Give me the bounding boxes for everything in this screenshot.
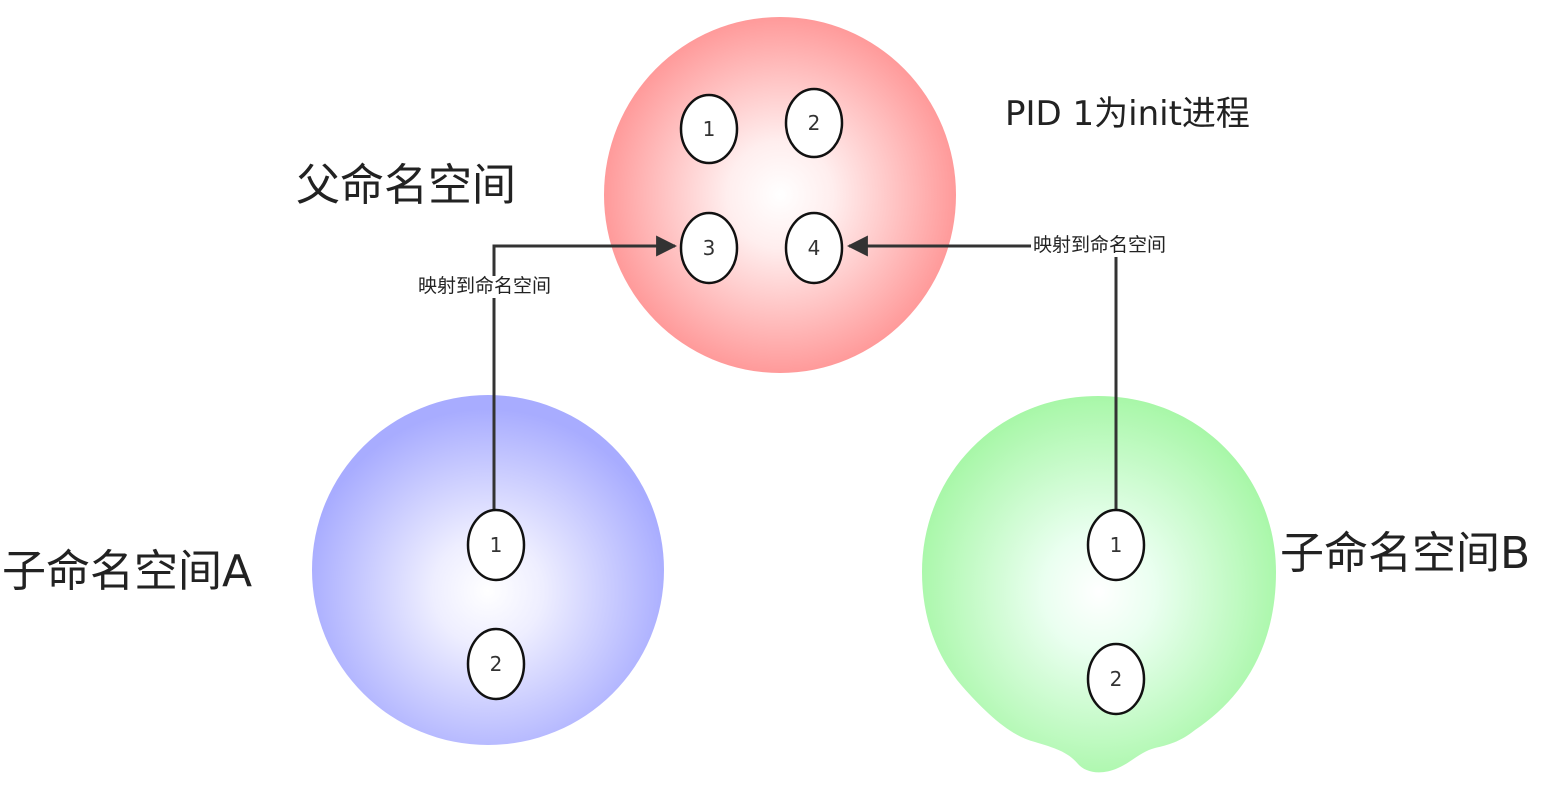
child-b-process-1: 1 [1086, 508, 1146, 582]
parent-process-3: 3 [679, 211, 739, 285]
mapping-arrow-a [492, 235, 678, 510]
parent-process-4: 4 [784, 211, 844, 285]
child-a-process-2-label: 2 [490, 652, 503, 676]
mapping-label-b: 映射到命名空间 [1031, 234, 1169, 257]
parent-process-1: 1 [679, 93, 739, 165]
child-a-process-1: 1 [466, 508, 526, 582]
child-b-process-2-label: 2 [1110, 667, 1123, 691]
parent-process-2: 2 [784, 87, 844, 159]
parent-namespace-circle [604, 17, 956, 373]
child-b-process-1-label: 1 [1110, 533, 1123, 557]
parent-process-4-label: 4 [808, 236, 821, 260]
child-a-process-1-label: 1 [490, 533, 503, 557]
mapping-label-a: 映射到命名空间 [416, 275, 554, 298]
parent-process-3-label: 3 [703, 236, 716, 260]
parent-process-1-label: 1 [703, 117, 716, 141]
child-b-process-2: 2 [1086, 642, 1146, 716]
child-a-process-2: 2 [466, 627, 526, 701]
parent-namespace-label: 父命名空间 [296, 160, 516, 211]
child-namespace-b-label: 子命名空间B [1280, 528, 1531, 579]
child-namespace-a-label: 子命名空间A [2, 546, 253, 597]
pid1-note: PID 1为init进程 [1005, 94, 1250, 134]
parent-process-2-label: 2 [808, 111, 821, 135]
child-namespace-b-blob [922, 396, 1276, 773]
